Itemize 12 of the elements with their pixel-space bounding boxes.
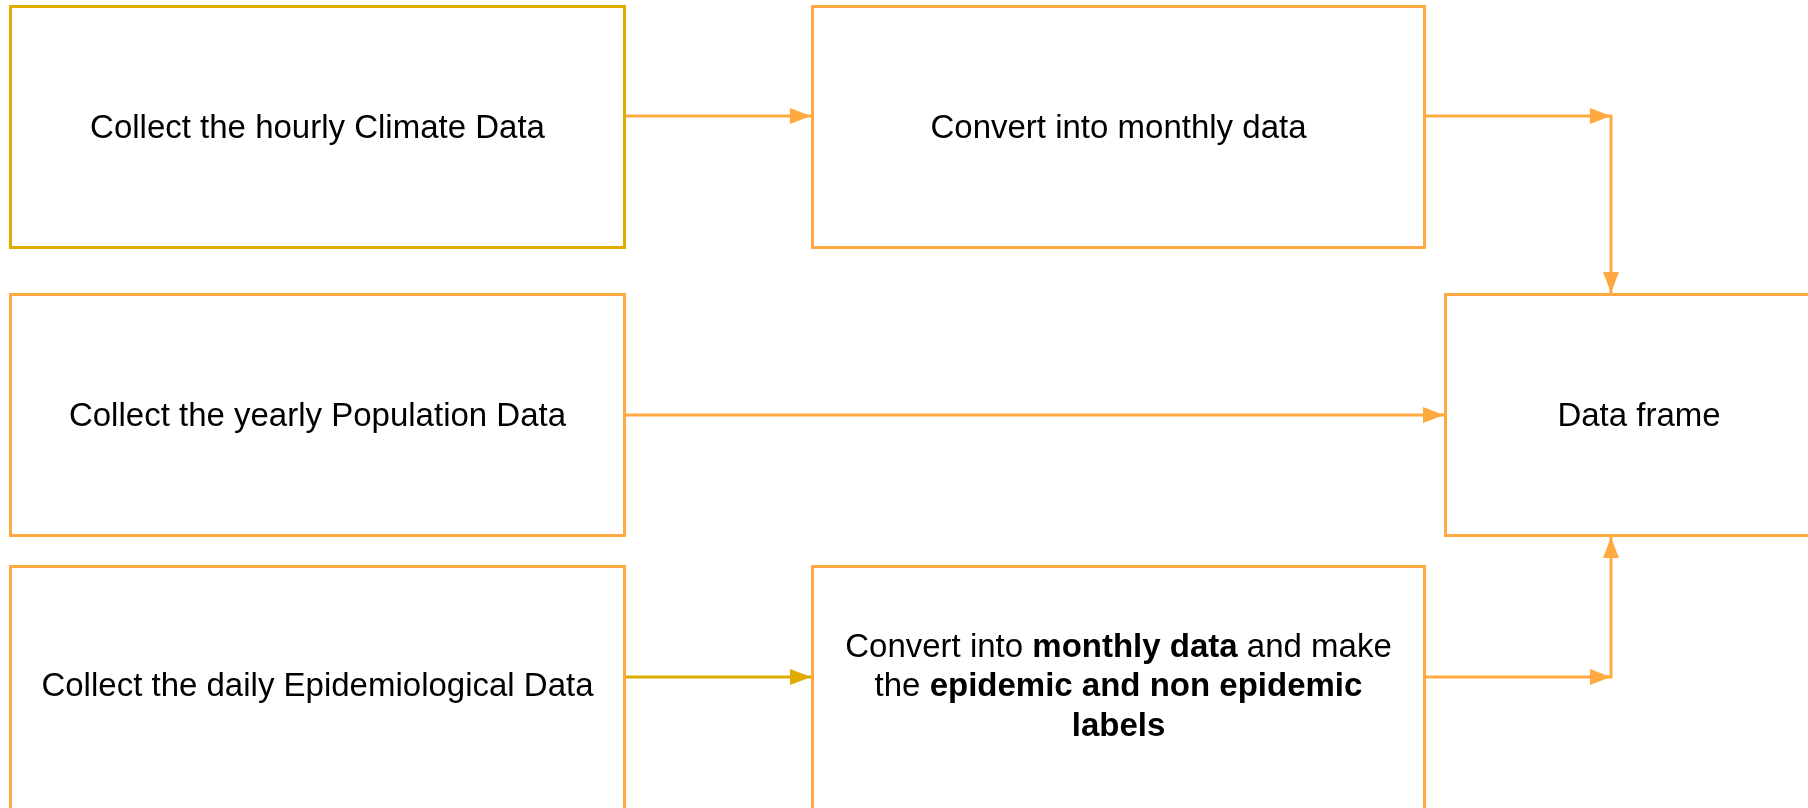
process-box (811, 565, 1426, 808)
box-text: Convert into monthly data (930, 107, 1307, 147)
box-text: Collect the yearly Population Data (68, 395, 567, 435)
process-box (9, 565, 626, 808)
box-text: Collect the daily Epidemiological Data (41, 665, 594, 705)
process-box (9, 5, 626, 249)
box-text: Convert into monthly data and make the epidemic and non epidemic labels (844, 625, 1393, 745)
process-box (811, 5, 1426, 249)
process-box (9, 293, 626, 537)
process-box (1444, 293, 1808, 537)
box-text: Data frame (1557, 395, 1721, 435)
box-text: Collect the hourly Climate Data (90, 107, 545, 147)
